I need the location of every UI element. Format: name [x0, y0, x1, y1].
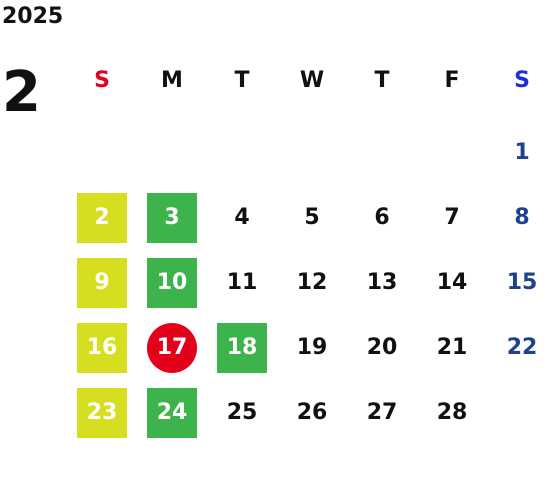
day-number: 25 [226, 399, 258, 425]
day-cell: 25 [207, 380, 277, 445]
day-number [427, 128, 477, 178]
day-number [217, 128, 267, 178]
day-number: 27 [366, 399, 398, 425]
day-cell: 14 [417, 250, 487, 315]
day-cell: 4 [207, 185, 277, 250]
day-number: 14 [436, 269, 468, 295]
weekday-header: S M T W T F S [67, 64, 548, 98]
day-number: 1 [514, 139, 530, 165]
day-cell: 28 [417, 380, 487, 445]
day-cell [67, 120, 137, 185]
weekday-wednesday: W [299, 68, 325, 93]
weekday-friday: F [444, 68, 460, 93]
month-number: 2 [2, 60, 41, 125]
day-cell: 23 [67, 380, 137, 445]
day-number: 12 [296, 269, 328, 295]
day-number: 10 [147, 257, 197, 308]
day-cell: 11 [207, 250, 277, 315]
day-cell [277, 120, 347, 185]
day-number: 3 [147, 192, 197, 243]
day-cell: 19 [277, 315, 347, 380]
day-number: 26 [296, 399, 328, 425]
day-cell [417, 120, 487, 185]
day-cell: 15 [487, 250, 548, 315]
day-cell [207, 120, 277, 185]
day-number: 19 [296, 334, 328, 360]
day-cell: 9 [67, 250, 137, 315]
day-cell: 26 [277, 380, 347, 445]
day-cell [137, 120, 207, 185]
day-cell: 24 [137, 380, 207, 445]
day-cell: 22 [487, 315, 548, 380]
day-number: 13 [366, 269, 398, 295]
day-number: 15 [506, 269, 538, 295]
day-number: 23 [77, 387, 127, 438]
day-number: 9 [77, 257, 127, 308]
day-number: 4 [234, 204, 250, 230]
day-cell: 10 [137, 250, 207, 315]
day-cell: 17 [137, 315, 207, 380]
day-number: 18 [217, 322, 267, 373]
day-number: 16 [77, 322, 127, 373]
day-number: 21 [436, 334, 468, 360]
day-number: 11 [226, 269, 258, 295]
year-label: 2025 [2, 4, 64, 29]
day-cell: 6 [347, 185, 417, 250]
day-number: 7 [444, 204, 460, 230]
day-number: 6 [374, 204, 390, 230]
weekday-saturday: S [514, 68, 530, 93]
day-cell [347, 120, 417, 185]
day-number-today: 17 [147, 322, 197, 373]
day-number [357, 128, 407, 178]
weekday-monday: M [161, 68, 183, 93]
day-cell [487, 380, 548, 445]
day-number [77, 128, 127, 178]
day-cell: 16 [67, 315, 137, 380]
day-number [287, 128, 337, 178]
day-number: 22 [506, 334, 538, 360]
day-cell: 5 [277, 185, 347, 250]
day-number: 28 [436, 399, 468, 425]
day-number: 24 [147, 387, 197, 438]
weekday-tuesday: T [234, 68, 250, 93]
weekday-thursday: T [374, 68, 390, 93]
day-grid: 1 2 3 4 5 6 7 8 9 10 11 12 13 14 15 16 1… [67, 120, 548, 445]
day-number [497, 388, 547, 438]
day-cell: 3 [137, 185, 207, 250]
day-cell: 12 [277, 250, 347, 315]
day-cell: 13 [347, 250, 417, 315]
day-cell: 20 [347, 315, 417, 380]
day-cell: 8 [487, 185, 548, 250]
day-cell: 18 [207, 315, 277, 380]
day-number: 5 [304, 204, 320, 230]
weekday-sunday: S [94, 68, 110, 93]
day-number: 8 [514, 204, 530, 230]
day-number: 2 [77, 192, 127, 243]
day-number [147, 128, 197, 178]
day-number: 20 [366, 334, 398, 360]
day-cell: 27 [347, 380, 417, 445]
day-cell: 21 [417, 315, 487, 380]
day-cell: 7 [417, 185, 487, 250]
day-cell: 2 [67, 185, 137, 250]
day-cell: 1 [487, 120, 548, 185]
